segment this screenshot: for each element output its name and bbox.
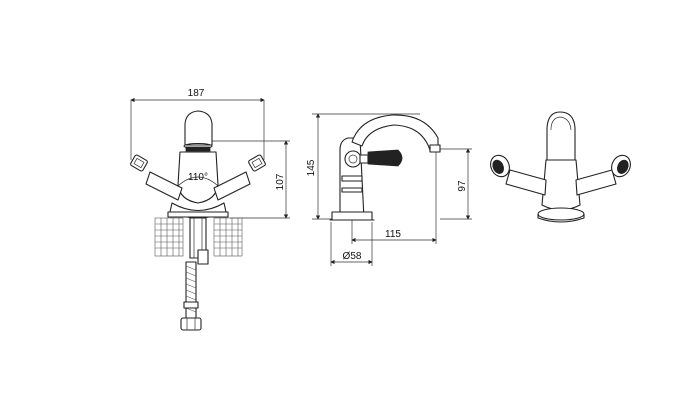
side-reach-dimension: 115: [351, 152, 437, 244]
front-width-label: 187: [188, 88, 205, 99]
front-width-dimension: 187: [130, 88, 265, 160]
side-base-dimension: Ø58: [330, 222, 373, 266]
side-height-label: 145: [306, 159, 317, 176]
basin-section: [154, 217, 243, 265]
side-view: 145 97 115 Ø58: [306, 113, 472, 266]
side-height-dimension: 145: [306, 113, 420, 220]
side-spout-height-label: 97: [457, 180, 468, 192]
front-view: 187 107 110°: [130, 88, 290, 331]
front-height-label: 107: [275, 173, 286, 190]
side-base-diameter-label: Ø58: [343, 251, 362, 262]
side-reach-label: 115: [385, 229, 401, 240]
front-angle-label: 110°: [188, 172, 208, 183]
flexible-hose: [180, 261, 202, 331]
perspective-view: [490, 111, 631, 223]
side-spout-height-dimension: 97: [437, 148, 472, 220]
